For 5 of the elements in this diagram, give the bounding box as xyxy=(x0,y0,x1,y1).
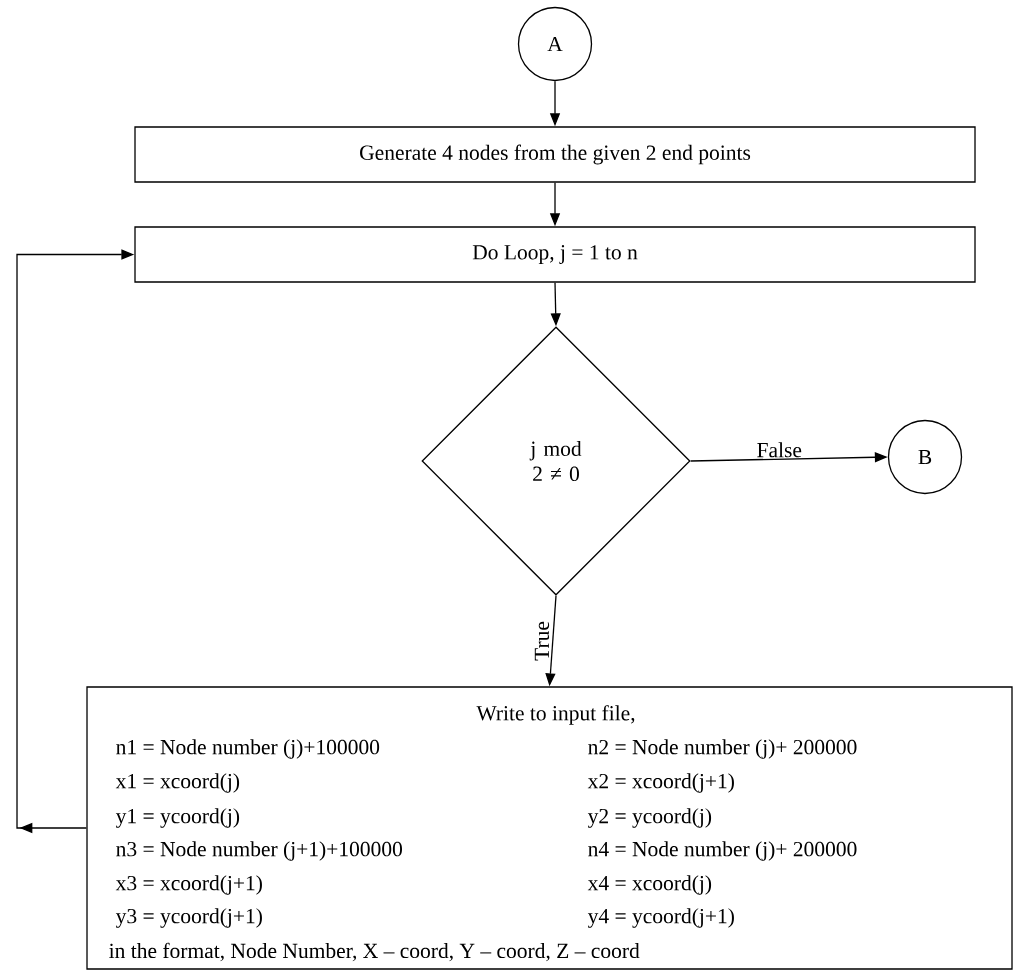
edge-label: True xyxy=(534,621,550,661)
loop-box: Do Loop, j = 1 to n xyxy=(134,226,976,283)
edge-label: False xyxy=(757,442,802,458)
process-box: Generate 4 nodes from the given 2 end points xyxy=(134,126,976,183)
process-box: Write to input file, n1 = Node number (j)+100000 n2 = Node number (j)+ 200000 x1 = xcoord(j) x2 = xcoord(j+1) y1 = ycoord(j) y2 = ycoord(j) n3 = Node number (j+1)+100000 n4 = Node number (j)+ 200000 x3 = xcoord(j+1) x4 = xcoord(j) y3 = ycoord(j+1) y4 = ycoord(j+1) in the format, Node Number, X – coord, Y – coord, Z – coord xyxy=(86,686,1013,970)
